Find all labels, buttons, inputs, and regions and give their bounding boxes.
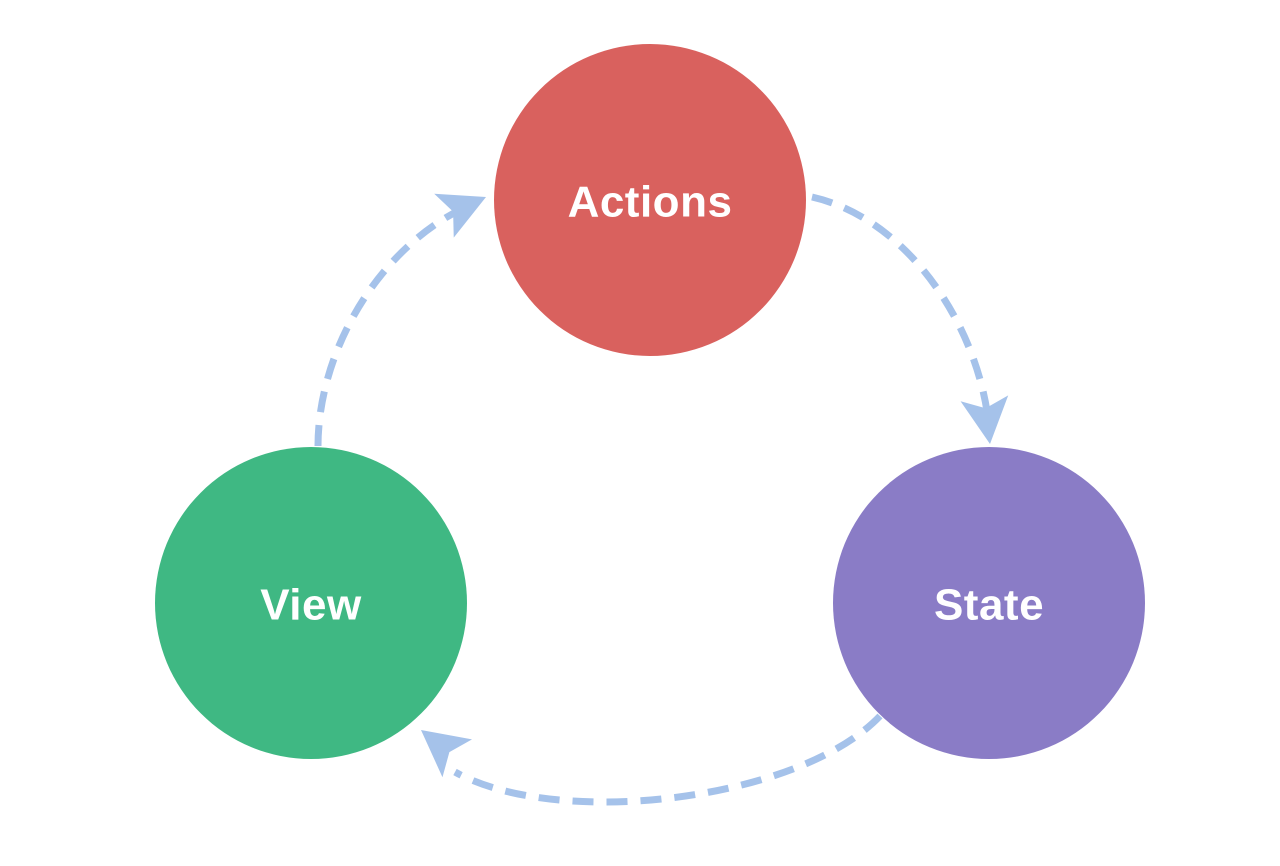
edge-view-to-actions xyxy=(314,193,486,447)
edge-actions-to-state-arrowhead xyxy=(960,395,1009,444)
edge-state-to-view-arrowhead xyxy=(421,730,473,778)
node-state-circle[interactable] xyxy=(833,447,1145,759)
node-actions-label: Actions xyxy=(568,178,733,227)
edge-actions-to-state-line xyxy=(811,193,992,419)
node-actions-circle[interactable] xyxy=(494,44,806,356)
edge-actions-to-state xyxy=(811,193,1009,444)
node-state[interactable]: State xyxy=(833,447,1145,759)
edge-state-to-view xyxy=(421,713,883,806)
edge-layer xyxy=(314,193,1009,806)
edge-view-to-actions-arrowhead xyxy=(434,193,486,238)
node-state-label: State xyxy=(934,581,1044,630)
edge-view-to-actions-line xyxy=(314,201,472,447)
node-view-label: View xyxy=(260,581,362,630)
node-view-circle[interactable] xyxy=(155,447,467,759)
edge-state-to-view-line xyxy=(453,713,883,806)
node-view[interactable]: View xyxy=(155,447,467,759)
node-actions[interactable]: Actions xyxy=(494,44,806,356)
node-layer: Actions View State xyxy=(155,44,1145,759)
